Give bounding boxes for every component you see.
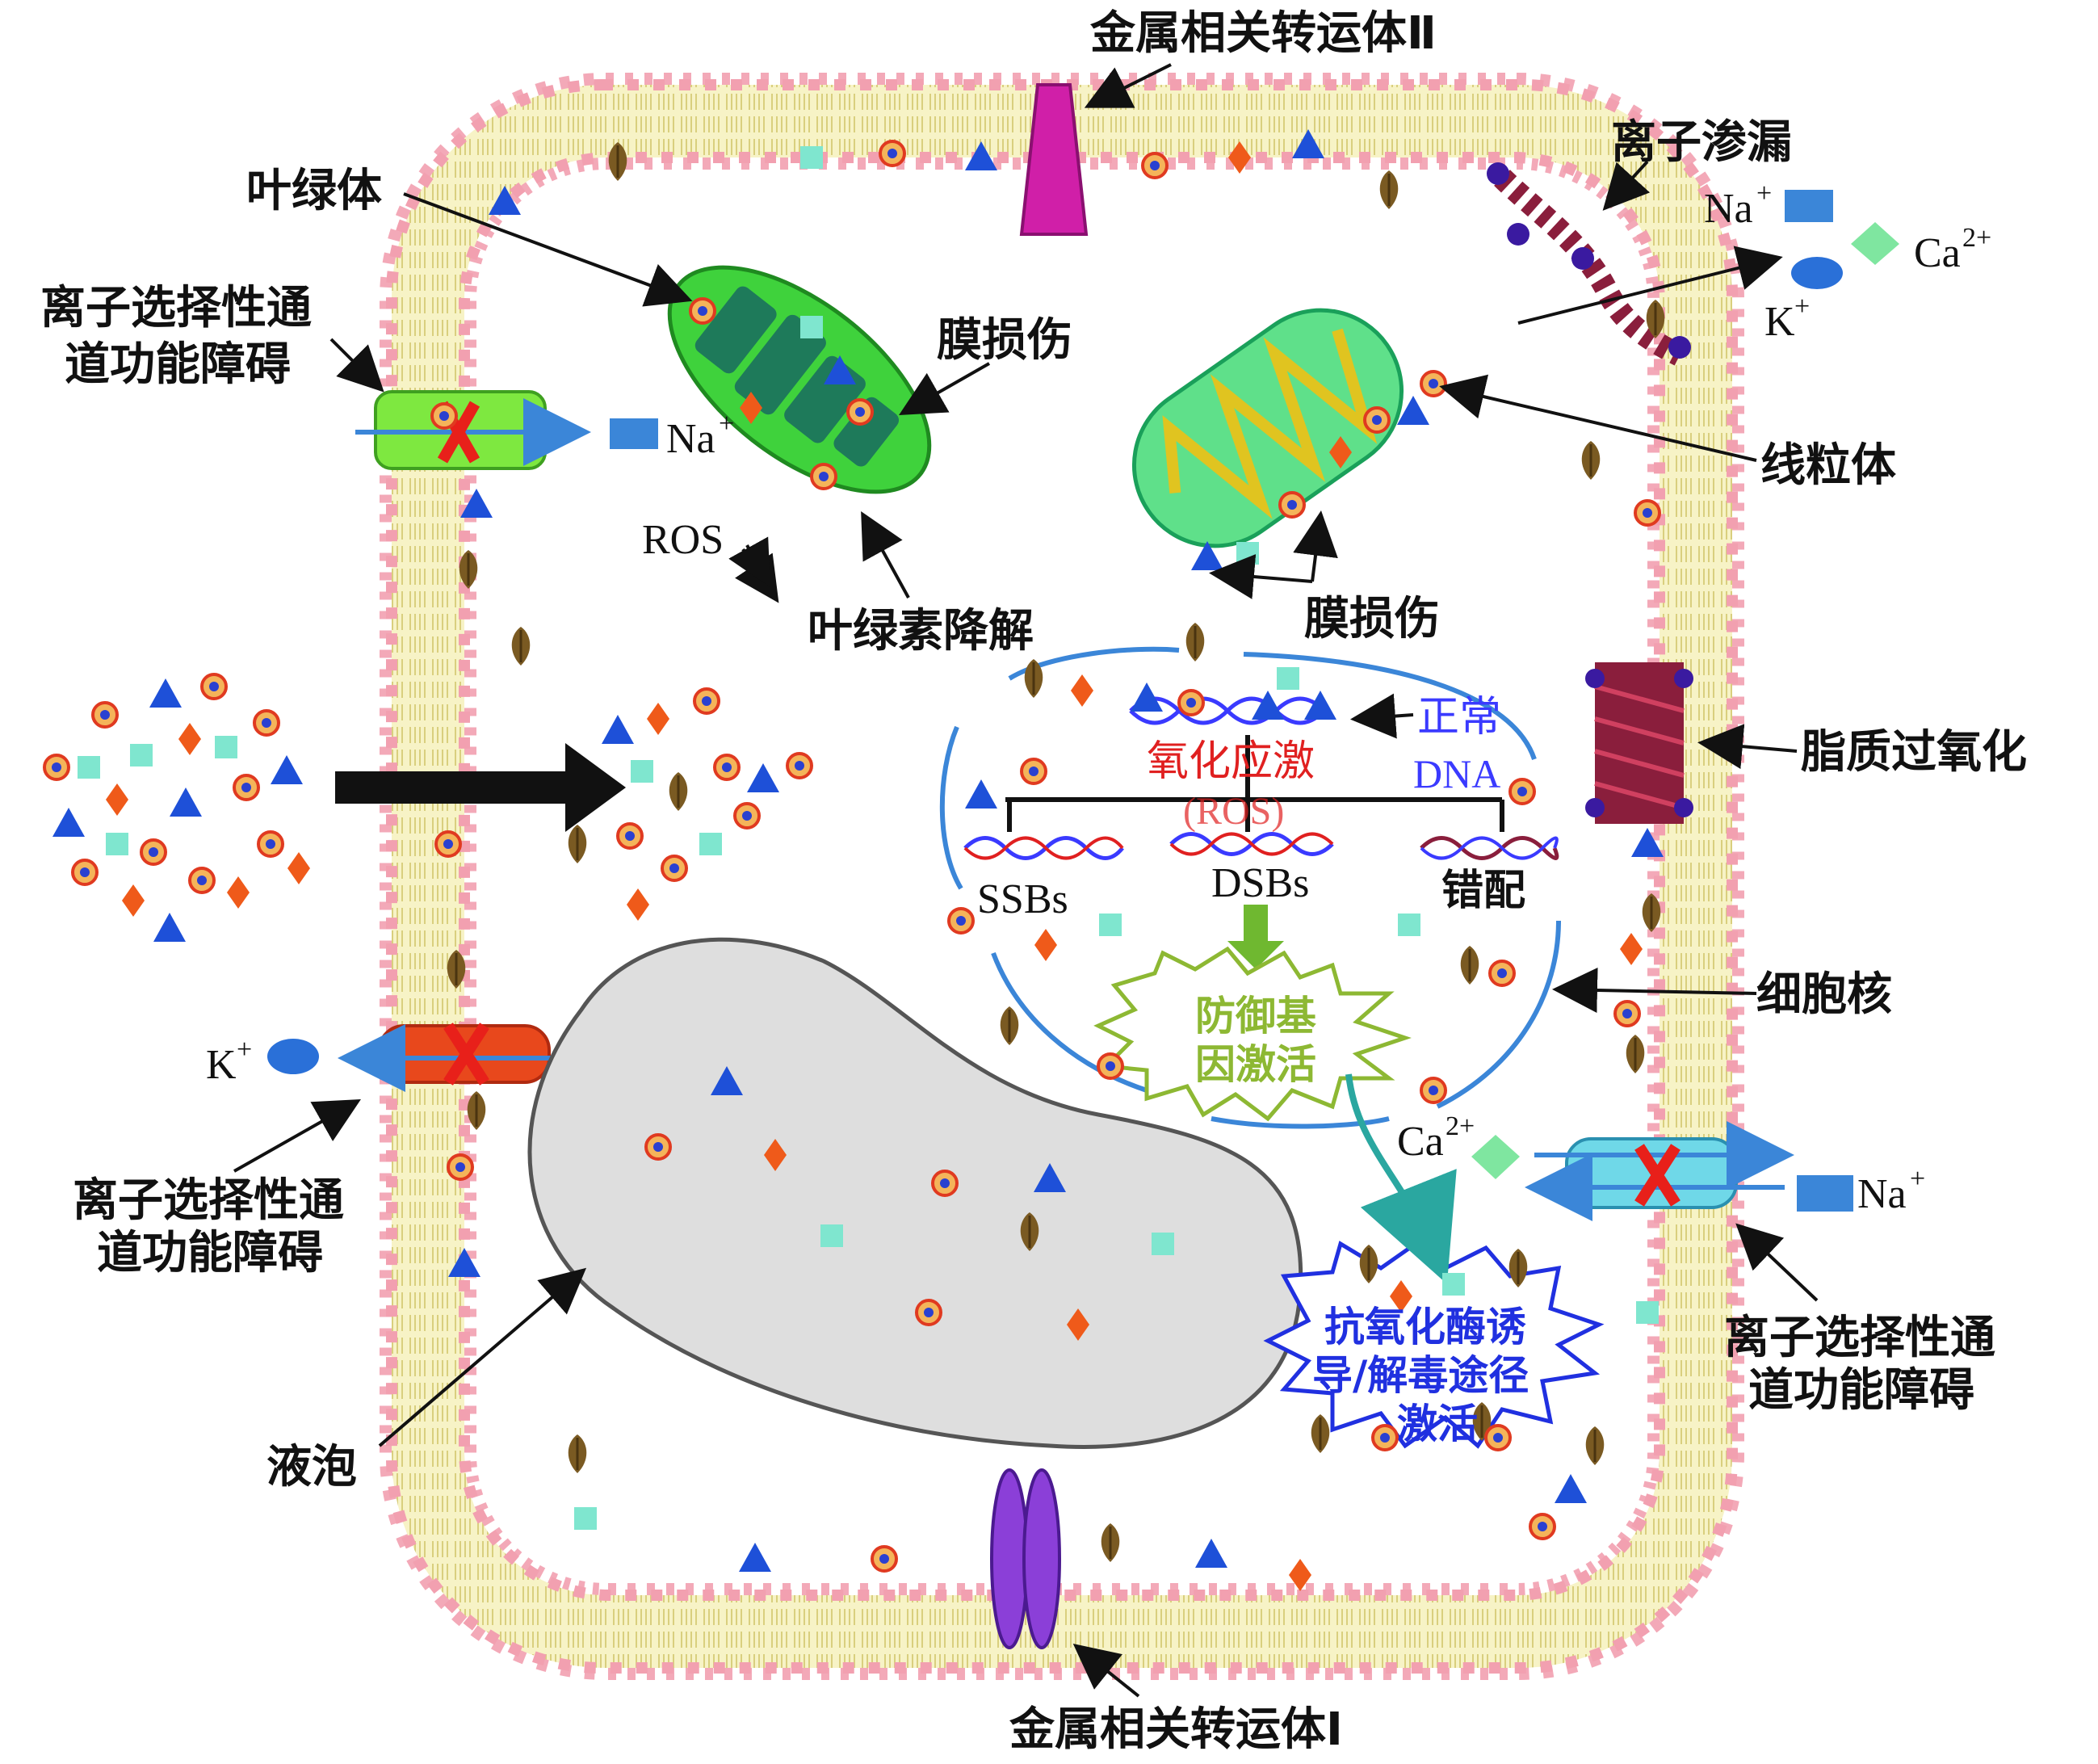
- green-arrow: [1227, 905, 1284, 969]
- svg-text:2+: 2+: [1446, 1111, 1475, 1141]
- svg-text:+: +: [1756, 178, 1772, 208]
- label-channel-left-bottom-2: 道功能障碍: [97, 1227, 323, 1279]
- svg-text:2+: 2+: [1962, 223, 1991, 253]
- label-chloroplast: 叶绿体: [246, 165, 382, 217]
- dna-normal: [1129, 696, 1326, 725]
- ion-leakage-region: [1487, 162, 1691, 366]
- label-antioxidant-3: 激活: [1397, 1401, 1478, 1447]
- label-membrane-damage-chloro: 膜损伤: [937, 314, 1072, 367]
- svg-text:+: +: [1794, 292, 1810, 321]
- ion-label-na-left: Na +: [666, 409, 734, 462]
- label-ion-leakage: 离子渗漏: [1611, 116, 1792, 169]
- svg-text:K: K: [206, 1042, 237, 1088]
- svg-text:Na: Na: [1704, 186, 1753, 232]
- svg-text:Ca: Ca: [1914, 230, 1961, 276]
- label-chlorophyll-degradation: 叶绿素降解: [808, 605, 1034, 657]
- label-transporter-top: 金属相关转运体Ⅱ: [1089, 7, 1437, 60]
- ion-label-na-top-right: Na +: [1704, 178, 1772, 232]
- chloroplast: [667, 265, 932, 494]
- ca-diamond-top-right: [1851, 222, 1899, 265]
- ros-arrow: [728, 536, 770, 587]
- svg-text:+: +: [237, 1035, 252, 1065]
- label-transporter-bottom: 金属相关转运体Ⅰ: [1009, 1703, 1343, 1756]
- teal-arrow: [1345, 1073, 1457, 1284]
- lipid-peroxidation-patch: [1585, 662, 1693, 824]
- label-ssbs: SSBs: [977, 876, 1068, 922]
- label-ros: ROS: [642, 517, 724, 563]
- svg-text:K: K: [1764, 299, 1795, 345]
- ca-diamond-right: [1471, 1135, 1520, 1179]
- label-ros-paren: (ROS): [1183, 790, 1284, 833]
- dna-mismatch-strand: [1420, 836, 1559, 860]
- nucleus: [939, 646, 1561, 1129]
- dna-ssbs-strand: [963, 836, 1124, 860]
- k-oval-left: [267, 1039, 319, 1074]
- channel-right: [1525, 1121, 1794, 1221]
- ion-label-na-right: Na +: [1857, 1164, 1925, 1217]
- label-defense-2: 因激活: [1195, 1041, 1316, 1088]
- label-mitochondrion: 线粒体: [1760, 439, 1896, 492]
- big-black-arrow: [335, 743, 626, 832]
- label-channel-left-top-1: 离子选择性通: [40, 282, 312, 334]
- label-normal-dna-1: 正常: [1417, 693, 1501, 741]
- channel-left-top: [355, 390, 591, 470]
- ion-label-k-left: K +: [206, 1035, 252, 1088]
- dna-tree: [1005, 735, 1504, 832]
- na-square-top-right: [1785, 190, 1833, 222]
- na-square-right: [1797, 1175, 1853, 1212]
- channel-left-bottom: [338, 1023, 565, 1092]
- label-channel-left-bottom-1: 离子选择性通: [73, 1174, 344, 1227]
- transporter-i: [990, 1468, 1061, 1649]
- label-vacuole: 液泡: [266, 1441, 357, 1493]
- label-membrane-damage-mito: 膜损伤: [1304, 593, 1440, 645]
- na-square-left: [610, 418, 658, 449]
- label-channel-left-top-2: 道功能障碍: [65, 338, 291, 391]
- label-defense-1: 防御基: [1195, 993, 1316, 1040]
- ion-label-ca-top-right: Ca 2+: [1914, 223, 1991, 276]
- label-antioxidant-1: 抗氧化酶诱: [1324, 1304, 1526, 1350]
- ion-label-k-top-right: K +: [1764, 292, 1810, 345]
- svg-text:Na: Na: [666, 416, 715, 462]
- svg-text:+: +: [1910, 1164, 1925, 1194]
- dna-dsbs-strand: [1169, 832, 1334, 856]
- mitochondrion: [1131, 308, 1404, 548]
- svg-text:Na: Na: [1857, 1171, 1907, 1217]
- label-nucleus: 细胞核: [1756, 968, 1892, 1021]
- label-oxidative-stress: 氧化应激: [1147, 737, 1315, 786]
- label-lipid-peroxidation: 脂质过氧化: [1801, 726, 2027, 779]
- ion-label-ca-right: Ca 2+: [1397, 1111, 1475, 1165]
- label-normal-dna-2: DNA: [1413, 751, 1500, 796]
- transporter-ii: [1019, 83, 1089, 236]
- svg-text:Ca: Ca: [1397, 1119, 1444, 1165]
- label-channel-right-1: 离子选择性通: [1724, 1312, 1995, 1364]
- k-oval-top-right: [1791, 257, 1843, 289]
- label-mismatch: 错配: [1441, 867, 1525, 915]
- defense-burst: [1093, 946, 1412, 1122]
- label-antioxidant-2: 导/解毒途径: [1312, 1352, 1529, 1399]
- label-channel-right-2: 道功能障碍: [1748, 1364, 1974, 1417]
- svg-text:+: +: [719, 409, 734, 439]
- label-dsbs: DSBs: [1211, 860, 1309, 906]
- leader-arrows: [233, 63, 1819, 1698]
